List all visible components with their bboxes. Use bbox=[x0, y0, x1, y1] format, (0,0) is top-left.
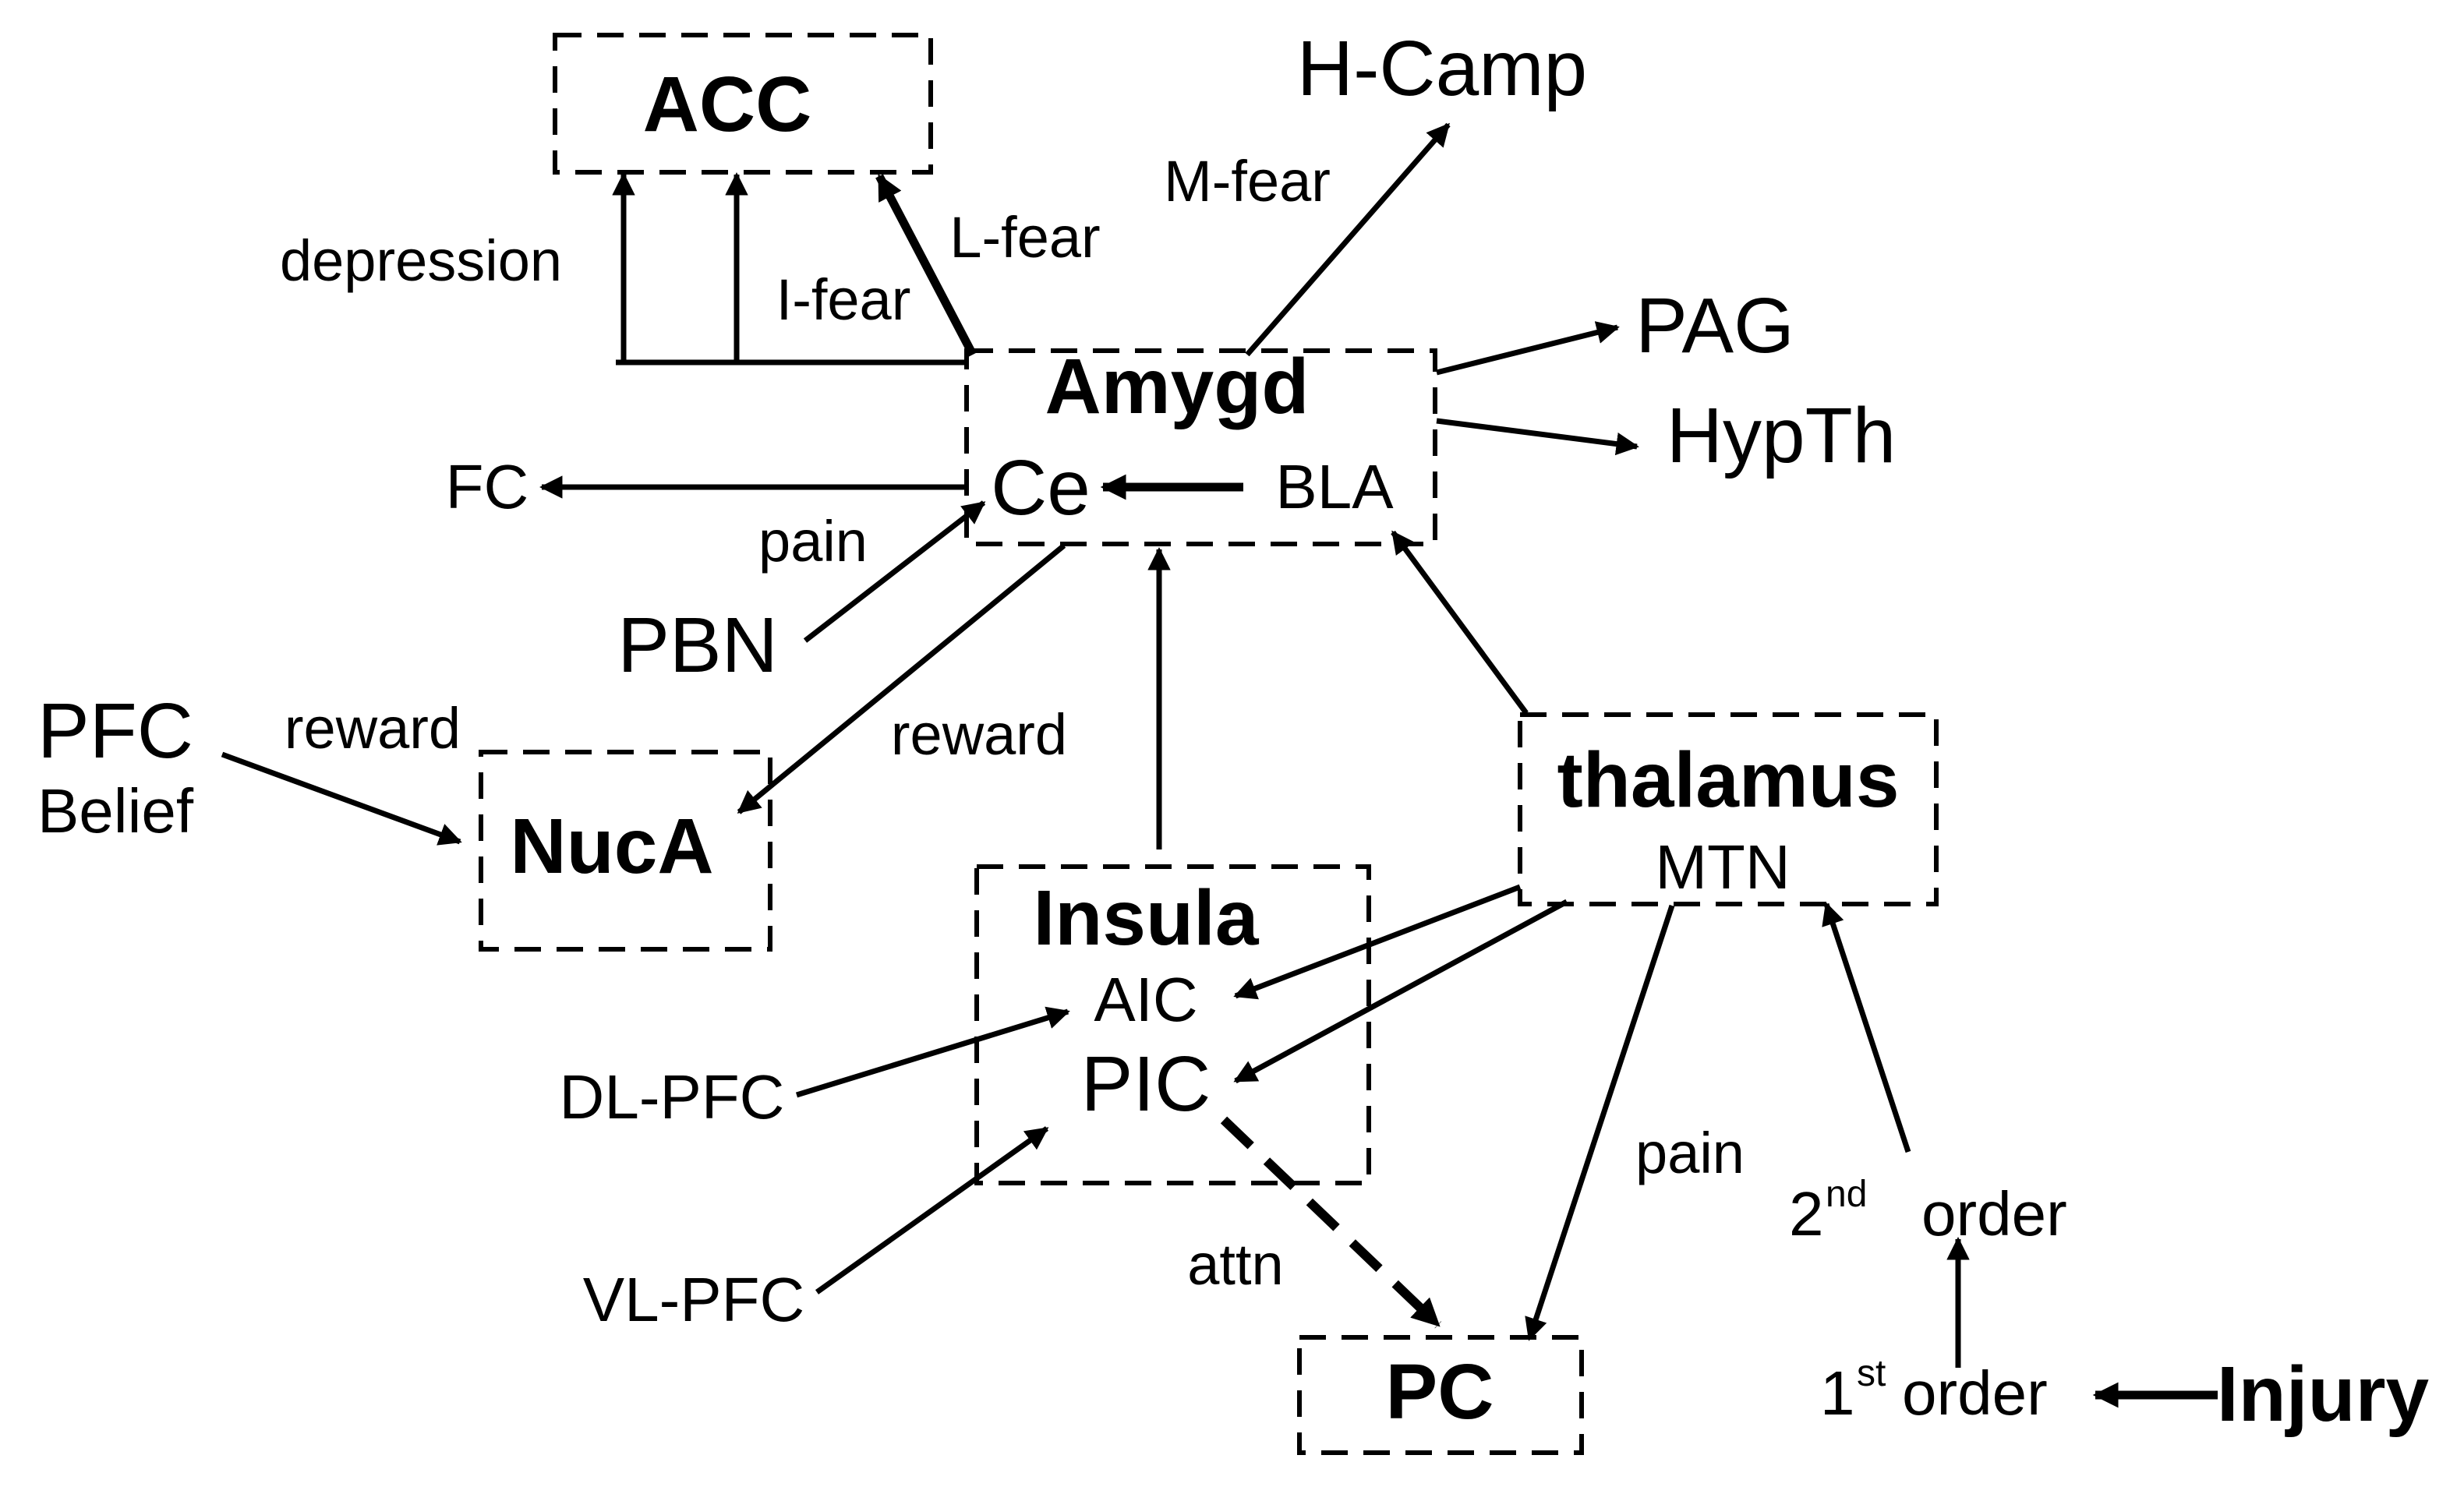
edge-label-reward-ce: reward bbox=[891, 702, 1067, 767]
node-nuca: NucA bbox=[510, 803, 713, 890]
node-hypth: HypTh bbox=[1667, 392, 1897, 479]
node-pag: PAG bbox=[1635, 282, 1794, 369]
edge-amygd-pag bbox=[1436, 321, 1620, 376]
node-pbn: PBN bbox=[617, 602, 778, 689]
node-injury: Injury bbox=[2217, 1351, 2430, 1438]
node-amygd: Amygd bbox=[1045, 343, 1310, 430]
node-belief: Belief bbox=[37, 776, 194, 846]
node-1st-order-suffix: st bbox=[1857, 1353, 1886, 1394]
node-1st-order-number: 1 bbox=[1820, 1358, 1855, 1428]
edge-vlpfc-pic bbox=[815, 1126, 1049, 1294]
edge-label-l-fear: L-fear bbox=[949, 205, 1100, 270]
edge-label-pain-thalamus: pain bbox=[1635, 1121, 1745, 1185]
node-2nd-order-number: 2 bbox=[1789, 1179, 1824, 1249]
edge-label-m-fear: M-fear bbox=[1164, 149, 1331, 214]
edge-label-i-fear: I-fear bbox=[776, 267, 911, 332]
edge-label-reward-pfc: reward bbox=[285, 696, 461, 761]
edge-pic-pc-attn bbox=[1220, 1116, 1442, 1329]
edge-dlpfc-aic bbox=[795, 1006, 1070, 1098]
node-1st-order-word: order bbox=[1902, 1358, 2048, 1428]
edge-pfc-nuca bbox=[221, 751, 462, 846]
insula-box bbox=[974, 864, 1371, 1185]
node-pc: PC bbox=[1386, 1348, 1494, 1436]
node-acc: ACC bbox=[643, 61, 812, 148]
node-pfc: PFC bbox=[37, 687, 193, 775]
edge-label-depression: depression bbox=[280, 228, 562, 293]
amygdala-box bbox=[964, 348, 1437, 546]
edge-thalamus-aic bbox=[1233, 884, 1522, 1000]
edge-pbn-ce bbox=[803, 500, 986, 643]
node-dl-pfc: DL-PFC bbox=[560, 1062, 785, 1132]
edge-label-pain-pbn: pain bbox=[758, 509, 868, 574]
node-2nd-order-word: order bbox=[1921, 1179, 2067, 1249]
edge-thalamus-bla bbox=[1391, 530, 1529, 715]
edge-amygd-hypth bbox=[1436, 418, 1639, 456]
edge-l-fear bbox=[875, 174, 977, 357]
node-aic: AIC bbox=[1094, 965, 1197, 1034]
edge-label-attn: attn bbox=[1187, 1232, 1283, 1297]
node-insula: Insula bbox=[1034, 874, 1260, 962]
node-h-camp: H-Camp bbox=[1297, 25, 1587, 112]
thalamus-box bbox=[1518, 712, 1939, 906]
node-mtn: MTN bbox=[1655, 832, 1790, 902]
node-pic: PIC bbox=[1081, 1040, 1211, 1128]
node-thalamus: thalamus bbox=[1557, 736, 1899, 824]
edge-thalamus-pc bbox=[1525, 904, 1675, 1341]
node-ce: Ce bbox=[991, 444, 1091, 532]
nuca-box bbox=[479, 750, 772, 952]
node-2nd-order-suffix: nd bbox=[1826, 1174, 1867, 1215]
node-fc: FC bbox=[446, 452, 529, 521]
edge-thalamus-pic bbox=[1233, 899, 1568, 1084]
pc-box bbox=[1297, 1335, 1584, 1455]
node-bla: BLA bbox=[1275, 452, 1394, 521]
edge-ce-nuca bbox=[737, 543, 1066, 814]
acc-box bbox=[553, 33, 933, 175]
edge-2nd-order-thalamus bbox=[1822, 902, 1911, 1153]
node-vl-pfc: VL-PFC bbox=[583, 1265, 805, 1334]
edge-m-fear bbox=[1245, 122, 1451, 357]
